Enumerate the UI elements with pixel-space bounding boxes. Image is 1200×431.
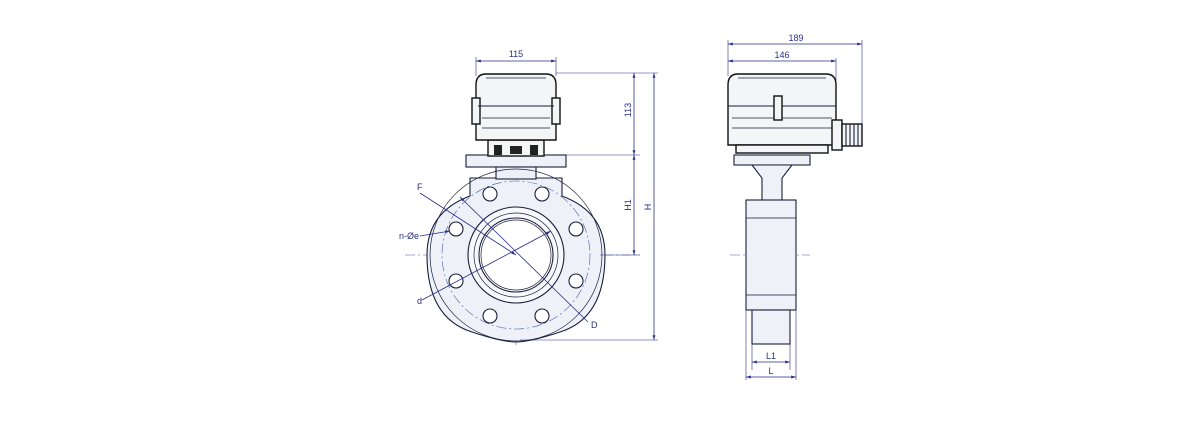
top-flange-plate bbox=[465, 154, 567, 168]
leader-d-large: D bbox=[459, 196, 598, 330]
dim-h1: H1 bbox=[623, 155, 636, 255]
dim-total-width-189: 189 bbox=[727, 33, 863, 124]
actuator-side-clip-left bbox=[471, 97, 481, 125]
dim-actuator-height-label: 113 bbox=[623, 103, 633, 117]
actuator-side bbox=[727, 73, 863, 154]
bolt-hole bbox=[448, 273, 464, 289]
label-n-oe: n-Øe bbox=[399, 231, 419, 241]
bolt-hole bbox=[482, 308, 498, 324]
dim-l1: L1 bbox=[751, 344, 791, 370]
leader-d-small: d bbox=[417, 230, 552, 306]
actuator-bolt bbox=[494, 145, 502, 155]
disc-edge bbox=[480, 219, 552, 291]
actuator-front bbox=[471, 73, 561, 157]
actuator-bolt bbox=[510, 146, 522, 154]
actuator-bolt bbox=[530, 145, 538, 155]
dim-width-115: 115 bbox=[475, 49, 557, 76]
dim-actuator-width-label: 146 bbox=[774, 50, 789, 60]
bore-middle-ring bbox=[473, 212, 559, 298]
bolt-hole bbox=[482, 186, 498, 202]
label-f: F bbox=[417, 182, 423, 192]
side-neck bbox=[750, 164, 794, 201]
side-view: 189 146 L1 L bbox=[727, 33, 863, 380]
dim-actuator-width-146: 146 bbox=[728, 50, 837, 80]
bolt-holes bbox=[448, 186, 584, 324]
front-view: 115 113 H1 H F n-Øe bbox=[399, 49, 658, 345]
dim-l: L bbox=[745, 310, 797, 380]
cable-gland bbox=[841, 123, 863, 147]
dim-width-label: 115 bbox=[509, 49, 523, 59]
bolt-hole bbox=[534, 308, 550, 324]
bolt-circle bbox=[441, 180, 591, 330]
cable-gland-base bbox=[831, 119, 843, 151]
actuator-side-clip-right bbox=[551, 97, 561, 125]
side-body-lower bbox=[751, 309, 791, 345]
dim-actuator-height-113: 113 bbox=[623, 73, 636, 155]
dim-h-label: H bbox=[643, 204, 653, 211]
stem-neck bbox=[495, 166, 537, 180]
side-top-flange bbox=[733, 154, 811, 166]
dim-l-label: L bbox=[768, 366, 773, 376]
dim-total-width-label: 189 bbox=[788, 33, 803, 43]
label-d-large: D bbox=[591, 320, 598, 330]
side-body bbox=[745, 199, 797, 311]
dim-h1-label: H1 bbox=[623, 199, 633, 211]
actuator-side-clip bbox=[773, 95, 783, 121]
leader-f: F bbox=[417, 182, 517, 256]
bolt-hole bbox=[568, 221, 584, 237]
label-d-small: d bbox=[417, 296, 422, 306]
dim-l1-label: L1 bbox=[766, 351, 776, 361]
bolt-hole bbox=[534, 186, 550, 202]
leader-n-oe: n-Øe bbox=[399, 230, 451, 241]
bolt-hole bbox=[568, 273, 584, 289]
bolt-hole bbox=[448, 221, 464, 237]
actuator-housing bbox=[475, 73, 557, 141]
actuator-side-base bbox=[735, 144, 829, 154]
dim-h: H bbox=[643, 73, 656, 340]
